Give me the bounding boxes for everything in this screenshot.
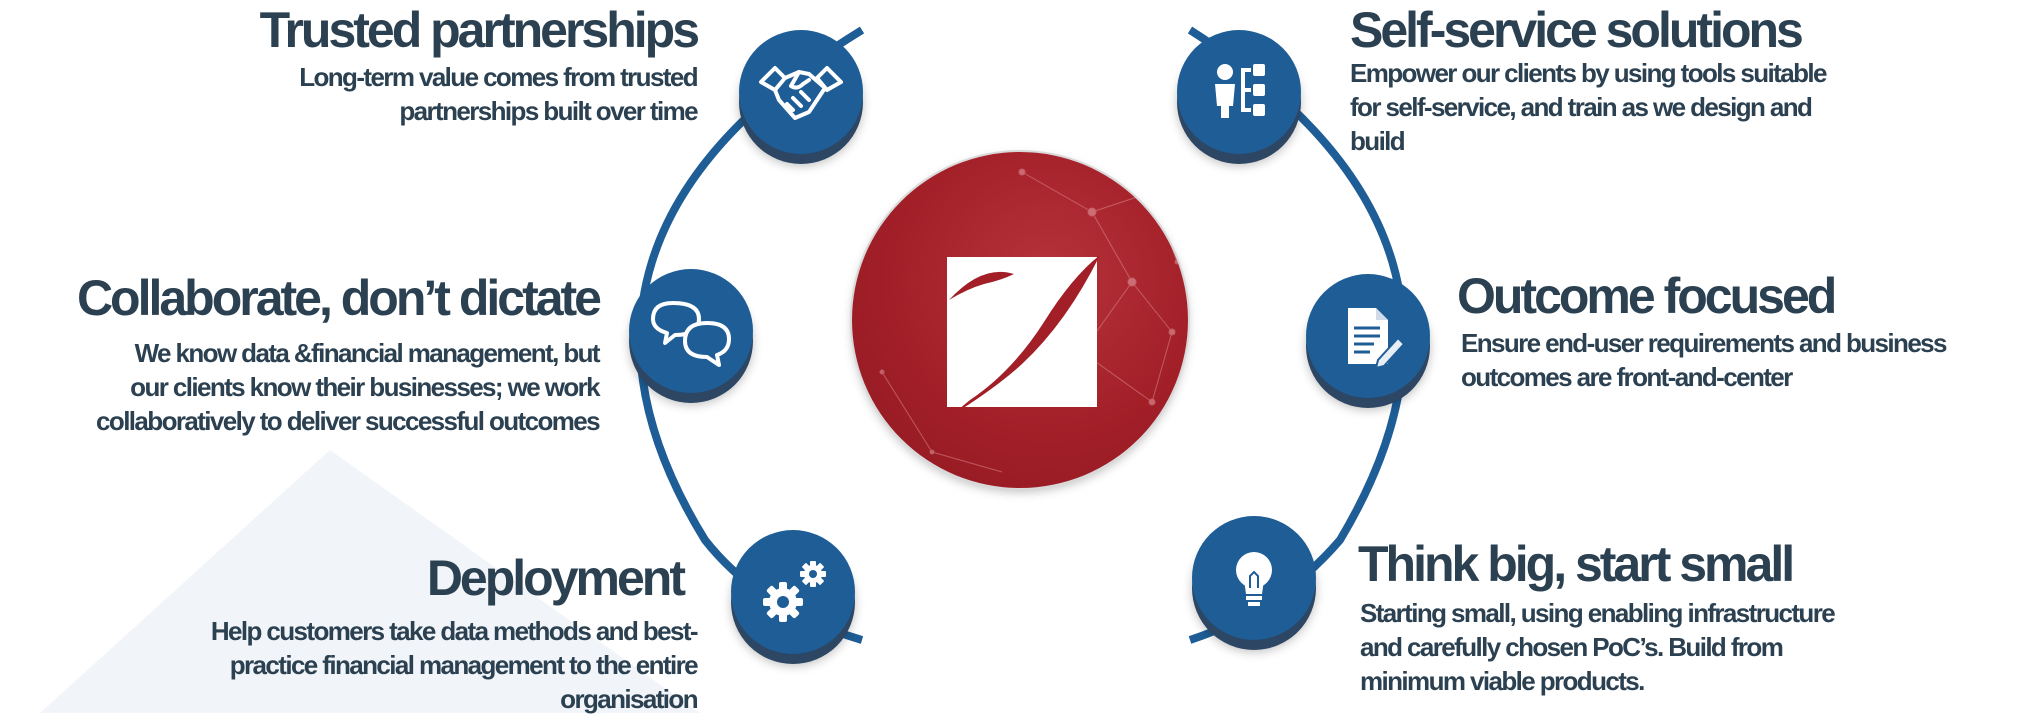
desc-line: Long-term value comes from trusted <box>299 62 698 92</box>
thinkbig-title: Think big, start small <box>1358 536 1795 592</box>
outcome-description: Ensure end-user requirements and busines… <box>1461 326 1948 394</box>
desc-line: Starting small, using enabling infrastru… <box>1360 598 1836 628</box>
document-pen-icon <box>1348 308 1406 370</box>
desc-line: Help customers take data methods and bes… <box>210 616 699 646</box>
desc-line: build <box>1350 126 1406 156</box>
collaborate-title: Collaborate, don’t dictate <box>76 270 602 326</box>
node-outcome <box>1306 274 1430 398</box>
deployment-description: Help customers take data methods and bes… <box>210 614 699 716</box>
gears-icon <box>763 561 826 622</box>
trusted-title: Trusted partnerships <box>259 2 700 58</box>
node-collaborate <box>629 269 753 393</box>
node-thinkbig <box>1192 516 1316 640</box>
selfservice-description: Empower our clients by using tools suita… <box>1350 56 1827 158</box>
trusted-description: Long-term value comes from trusted partn… <box>299 60 698 128</box>
desc-line: minimum viable products. <box>1360 666 1645 696</box>
desc-line: outcomes are front-and-center <box>1461 362 1793 392</box>
desc-line: Empower our clients by using tools suita… <box>1350 58 1827 88</box>
handshake-icon <box>759 66 843 120</box>
deployment-title: Deployment <box>426 550 686 606</box>
network-pattern <box>879 168 1180 473</box>
desc-line: collaboratively to deliver successful ou… <box>96 406 601 436</box>
node-deployment <box>731 530 855 654</box>
desc-line: partnerships built over time <box>399 96 698 126</box>
desc-line: Ensure end-user requirements and busines… <box>1461 328 1948 358</box>
chat-bubbles-icon <box>651 301 731 367</box>
org-person-icon <box>1215 64 1265 118</box>
outcome-title: Outcome focused <box>1457 268 1837 324</box>
collaborate-description: We know data &financial management, but … <box>96 336 601 438</box>
desc-line: our clients know their businesses; we wo… <box>130 372 600 402</box>
node-trusted <box>739 30 863 154</box>
thinkbig-description: Starting small, using enabling infrastru… <box>1360 596 1836 698</box>
logo-square <box>947 257 1097 407</box>
desc-line: practice financial management to the ent… <box>229 650 699 680</box>
desc-line: and carefully chosen PoC’s. Build from <box>1360 632 1784 662</box>
logo-mark <box>949 255 1100 414</box>
lightbulb-icon <box>1236 552 1272 606</box>
selfservice-title: Self-service solutions <box>1350 2 1804 58</box>
desc-line: We know data &financial management, but <box>134 338 601 368</box>
desc-line: for self-service, and train as we design… <box>1350 92 1813 122</box>
node-selfservice <box>1177 30 1301 154</box>
desc-line: organisation <box>560 684 698 714</box>
center-logo <box>852 152 1188 488</box>
